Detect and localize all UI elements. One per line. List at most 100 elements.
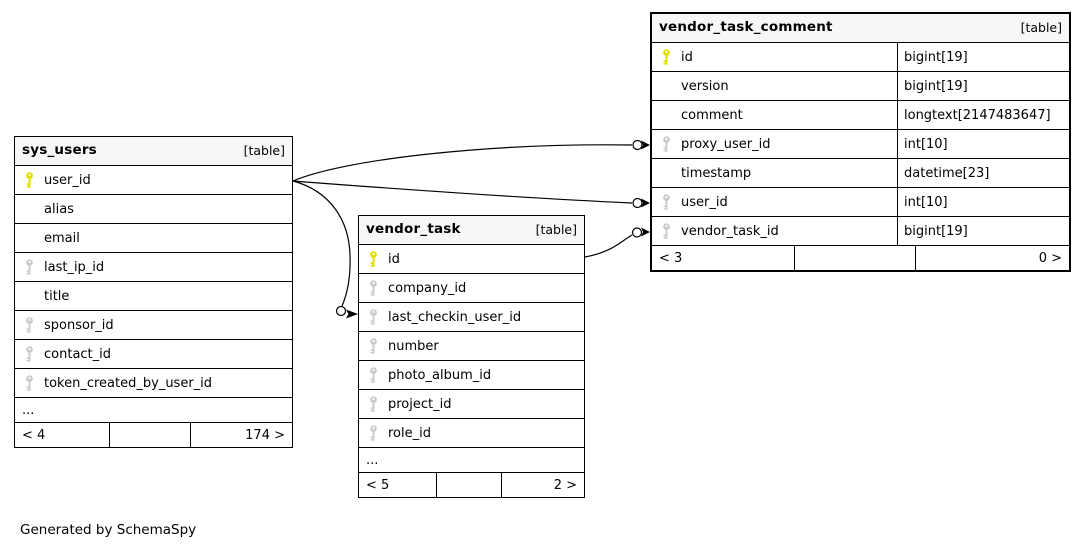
foreign-key-icon — [25, 259, 34, 275]
footer-stat-mid — [793, 246, 915, 270]
footer-stat-right: 174 > — [189, 423, 293, 447]
relationship-line — [584, 234, 633, 258]
table-name-link[interactable]: vendor_task — [366, 221, 461, 238]
foreign-key-icon — [25, 317, 34, 333]
foreign-key-icon — [662, 194, 671, 210]
table-stats-footer: < 3 0 > — [652, 246, 1069, 270]
column-row-company-id: company_id — [359, 274, 584, 303]
table-header: vendor_task [table] — [359, 216, 584, 245]
arrowhead — [641, 140, 650, 150]
arrowhead — [641, 198, 650, 208]
footer-stat-left: < 5 — [366, 477, 390, 493]
foreign-key-icon — [369, 425, 378, 441]
truncated-columns-indicator: ... — [359, 448, 584, 473]
column-name: email — [44, 231, 80, 245]
truncated-columns-indicator: ... — [15, 398, 292, 423]
table-name-link[interactable]: vendor_task_comment — [659, 19, 833, 36]
primary-key-icon — [662, 49, 671, 65]
table-type-badge: [table] — [243, 142, 285, 158]
entity-table-vendor-task: vendor_task [table] id company_id last_c… — [358, 215, 585, 498]
entity-table-vendor-task-comment: vendor_task_comment [table] id bigint[19… — [650, 12, 1071, 272]
column-name: last_ip_id — [44, 260, 105, 274]
column-row-version: version bigint[19] — [652, 72, 1069, 101]
column-name: number — [388, 339, 439, 353]
column-name: user_id — [681, 195, 728, 209]
arrowhead — [641, 227, 650, 237]
foreign-key-icon — [369, 280, 378, 296]
footer-stat-mid — [109, 423, 189, 447]
foreign-key-icon — [369, 367, 378, 383]
column-name: token_created_by_user_id — [44, 376, 213, 390]
footer-stat-mid — [435, 473, 501, 497]
column-row-last-ip-id: last_ip_id — [15, 253, 292, 282]
column-row-title: title — [15, 282, 292, 311]
column-row-sponsor-id: sponsor_id — [15, 311, 292, 340]
column-name: sponsor_id — [44, 318, 114, 332]
column-type: longtext[2147483647] — [897, 101, 1069, 129]
relationship-line — [292, 144, 633, 182]
table-header: sys_users [table] — [15, 137, 292, 166]
footer-stat-right: 0 > — [914, 246, 1069, 270]
footer-stat-right: 2 > — [500, 473, 584, 497]
table-type-badge: [table] — [535, 221, 577, 237]
column-name: last_checkin_user_id — [388, 310, 522, 324]
column-type: bigint[19] — [897, 43, 1069, 71]
column-name: photo_album_id — [388, 368, 492, 382]
relationship-line — [292, 180, 351, 307]
column-type: datetime[23] — [897, 159, 1069, 187]
column-row-user-id: user_id — [15, 166, 292, 195]
zero-or-many-circle — [335, 305, 347, 317]
foreign-key-icon — [369, 309, 378, 325]
table-type-badge: [table] — [1020, 19, 1062, 35]
primary-key-icon — [25, 172, 34, 188]
table-header: vendor_task_comment [table] — [652, 14, 1069, 43]
column-name: proxy_user_id — [681, 137, 771, 151]
footer-stat-left: < 4 — [22, 427, 46, 443]
column-row-number: number — [359, 332, 584, 361]
column-row-token-created-by-user-id: token_created_by_user_id — [15, 369, 292, 398]
column-type: int[10] — [897, 130, 1069, 158]
column-name: comment — [681, 108, 743, 122]
column-name: timestamp — [681, 166, 752, 180]
column-name: alias — [44, 202, 74, 216]
foreign-key-icon — [369, 396, 378, 412]
column-name: project_id — [388, 397, 452, 411]
column-row-comment: comment longtext[2147483647] — [652, 101, 1069, 130]
column-name: role_id — [388, 426, 431, 440]
column-name: contact_id — [44, 347, 112, 361]
column-row-id: id — [359, 245, 584, 274]
generated-by-note: Generated by SchemaSpy — [20, 522, 197, 538]
column-type: int[10] — [897, 188, 1069, 216]
column-row-project-id: project_id — [359, 390, 584, 419]
foreign-key-icon — [369, 338, 378, 354]
primary-key-icon — [369, 251, 378, 267]
foreign-key-icon — [25, 346, 34, 362]
column-name: version — [681, 79, 729, 93]
column-row-alias: alias — [15, 195, 292, 224]
column-name: id — [681, 50, 693, 64]
foreign-key-icon — [662, 136, 671, 152]
column-row-photo-album-id: photo_album_id — [359, 361, 584, 390]
column-name: company_id — [388, 281, 467, 295]
column-row-role-id: role_id — [359, 419, 584, 448]
zero-or-many-circle — [632, 139, 643, 151]
table-stats-footer: < 5 2 > — [359, 473, 584, 497]
relationship-line — [292, 180, 633, 204]
column-row-proxy-user-id: proxy_user_id int[10] — [652, 130, 1069, 159]
table-stats-footer: < 4 174 > — [15, 423, 292, 447]
column-row-timestamp: timestamp datetime[23] — [652, 159, 1069, 188]
foreign-key-icon — [662, 223, 671, 239]
column-name: title — [44, 289, 70, 303]
footer-stat-left: < 3 — [659, 250, 683, 266]
column-row-contact-id: contact_id — [15, 340, 292, 369]
zero-or-many-circle — [632, 197, 643, 209]
column-row-email: email — [15, 224, 292, 253]
entity-table-sys-users: sys_users [table] user_id alias email la… — [14, 136, 293, 448]
column-name: id — [388, 252, 400, 266]
column-row-user-id: user_id int[10] — [652, 188, 1069, 217]
table-name-link[interactable]: sys_users — [22, 142, 97, 159]
column-name: vendor_task_id — [681, 224, 779, 238]
foreign-key-icon — [25, 375, 34, 391]
zero-or-many-circle — [631, 227, 643, 238]
